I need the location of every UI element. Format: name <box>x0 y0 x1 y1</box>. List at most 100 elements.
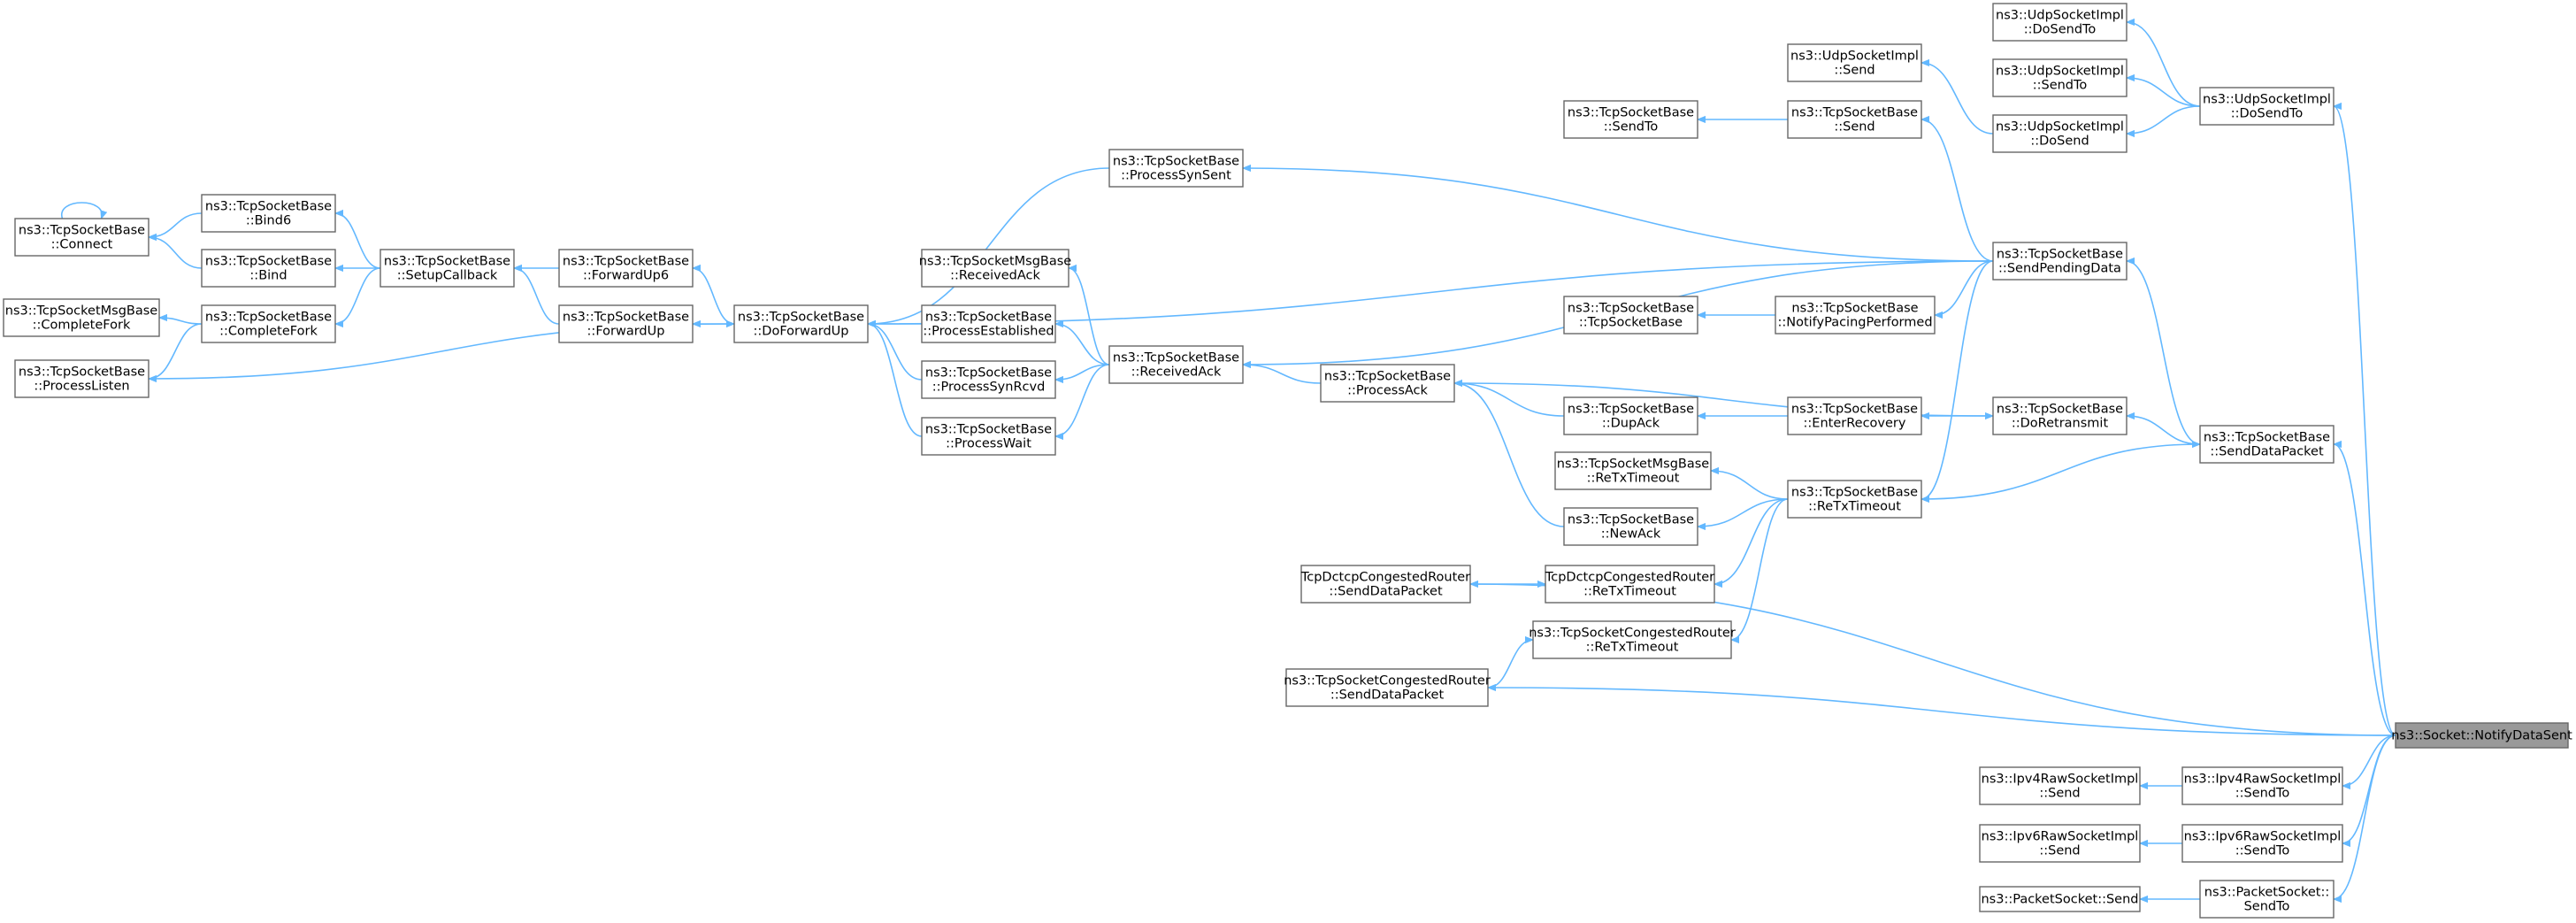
node-label: ::ReTxTimeout <box>1587 472 1680 486</box>
node-tcp-ra[interactable]: ns3::TcpSocketBase::ReceivedAck <box>1108 345 1244 384</box>
node-ps-sendto[interactable]: ns3::PacketSocket::SendTo <box>2199 880 2334 919</box>
node-tcp-psr[interactable]: ns3::TcpSocketBase::ProcessSynRcvd <box>921 360 1056 399</box>
node-ps-send[interactable]: ns3::PacketSocket::Send <box>1979 886 2141 912</box>
edge-tcp-sc-to-tcp-fu <box>513 268 560 325</box>
node-box <box>3 298 160 337</box>
edge-tcp-ra-to-tcp-pa <box>1243 365 1322 384</box>
node-target[interactable]: ns3::Socket::NotifyDataSent <box>2391 722 2572 749</box>
node-tcp-sendto[interactable]: ns3::TcpSocketBase::SendTo <box>1563 100 1698 139</box>
node-tcpmsg-cf[interactable]: ns3::TcpSocketMsgBase::CompleteFork <box>3 298 160 337</box>
node-label: ns3::UdpSocketImpl <box>1790 50 1919 64</box>
node-tcp-ctor[interactable]: ns3::TcpSocketBase::TcpSocketBase <box>1563 296 1698 335</box>
node-box <box>1545 565 1715 604</box>
node-tcp-spd[interactable]: ns3::TcpSocketBase::SendPendingData <box>1992 242 2128 281</box>
node-label: ::ForwardUp6 <box>583 269 669 283</box>
edge-tcr-sdp-to-target <box>1488 688 2396 736</box>
node-udp-sendto[interactable]: ns3::UdpSocketImpl::SendTo <box>1992 58 2128 97</box>
node-tcr-sdp[interactable]: ns3::TcpSocketCongestedRouter::SendDataP… <box>1284 668 1491 707</box>
node-tcp-pw[interactable]: ns3::TcpSocketBase::ProcessWait <box>921 417 1056 456</box>
edge-tcp-psr-to-tcp-ra <box>1055 364 1110 380</box>
node-tcp-pss[interactable]: ns3::TcpSocketBase::ProcessSynSent <box>1108 149 1244 188</box>
node-box <box>201 194 336 233</box>
node-tcp-pe[interactable]: ns3::TcpSocketBase::ProcessEstablished <box>921 304 1056 343</box>
node-tcp-bind6[interactable]: ns3::TcpSocketBase::Bind6 <box>201 194 336 233</box>
node-udp-dst-main[interactable]: ns3::UdpSocketImpl::DoSendTo <box>2199 87 2334 126</box>
node-tcp-pl[interactable]: ns3::TcpSocketBase::ProcessListen <box>14 359 150 398</box>
node-udp-dosend[interactable]: ns3::UdpSocketImpl::DoSend <box>1992 114 2128 153</box>
node-label: ns3::TcpSocketBase <box>1568 106 1694 120</box>
node-dctcp-sdp[interactable]: TcpDctcpCongestedRouter::SendDataPacket <box>1300 565 1471 604</box>
edge-dctcp-sdp-to-target <box>1470 584 2396 736</box>
node-tcp-sc[interactable]: ns3::TcpSocketBase::SetupCallback <box>380 249 515 288</box>
node-tcp-er[interactable]: ns3::TcpSocketBase::EnterRecovery <box>1787 396 1922 435</box>
node-tcp-fu6[interactable]: ns3::TcpSocketBase::ForwardUp6 <box>558 249 694 288</box>
node-label: ::CompleteFork <box>33 319 131 333</box>
node-label: ::ReceivedAck <box>1131 365 1222 380</box>
node-label: ns3::TcpSocketBase <box>925 366 1052 381</box>
node-tcp-newack[interactable]: ns3::TcpSocketBase::NewAck <box>1563 507 1698 546</box>
node-tcp-dr[interactable]: ns3::TcpSocketBase::DoRetransmit <box>1992 396 2128 435</box>
node-label: ::Send <box>2039 787 2080 801</box>
node-label: ns3::TcpSocketBase <box>1997 248 2123 262</box>
node-tcp-dupack[interactable]: ns3::TcpSocketBase::DupAck <box>1563 396 1698 435</box>
edge-tcp-pw-to-tcp-ra <box>1054 364 1110 436</box>
node-box <box>2181 766 2343 805</box>
node-tcp-bind[interactable]: ns3::TcpSocketBase::Bind <box>201 249 336 288</box>
node-tcp-cf[interactable]: ns3::TcpSocketBase::CompleteFork <box>201 304 336 343</box>
node-label: ::Send <box>1834 120 1874 135</box>
node-tcp-send[interactable]: ns3::TcpSocketBase::Send <box>1787 100 1922 139</box>
node-tcp-fu[interactable]: ns3::TcpSocketBase::ForwardUp <box>558 304 694 343</box>
node-box <box>1992 3 2128 42</box>
node-ipv4-send[interactable]: ns3::Ipv4RawSocketImpl::Send <box>1979 766 2141 805</box>
node-label: ns3::TcpSocketBase <box>1568 513 1694 527</box>
node-tcpmsg-ra[interactable]: ns3::TcpSocketMsgBase::ReceivedAck <box>919 249 1072 288</box>
node-box <box>1979 886 2141 912</box>
node-ipv6-sendto[interactable]: ns3::Ipv6RawSocketImpl::SendTo <box>2181 824 2343 863</box>
node-tcp-pa[interactable]: ns3::TcpSocketBase::ProcessAck <box>1320 364 1455 403</box>
node-label: ns3::TcpSocketMsgBase <box>5 304 158 319</box>
node-label: ::ProcessSynRcvd <box>932 381 1046 395</box>
node-label: ::Bind <box>249 269 287 283</box>
node-box <box>1787 100 1922 139</box>
node-box <box>201 249 336 288</box>
node-udp-dst-top[interactable]: ns3::UdpSocketImpl::DoSendTo <box>1992 3 2128 42</box>
node-label: ns3::TcpSocketMsgBase <box>919 255 1072 269</box>
edge-tcpmsg-rto-to-tcp-rto <box>1711 471 1789 500</box>
edge-tcp-npp-to-tcp-spd <box>1934 260 1994 315</box>
edge-tcp-connect-to-tcp-connect <box>61 202 102 219</box>
node-box <box>921 360 1056 399</box>
node-udp-send[interactable]: ns3::UdpSocketImpl::Send <box>1787 43 1922 82</box>
node-label: ::ReTxTimeout <box>1808 500 1901 514</box>
node-label: ns3::TcpSocketBase <box>19 224 145 238</box>
node-ipv6-send[interactable]: ns3::Ipv6RawSocketImpl::Send <box>1979 824 2141 863</box>
edge-udp-dst-top-to-udp-dst-main <box>2127 22 2201 107</box>
node-tcp-sdp[interactable]: ns3::TcpSocketBase::SendDataPacket <box>2199 425 2334 464</box>
node-label: ns3::TcpSocketBase <box>1791 106 1918 120</box>
node-label: ns3::TcpSocketBase <box>925 311 1052 325</box>
node-tcp-npp[interactable]: ns3::TcpSocketBase::NotifyPacingPerforme… <box>1775 296 1936 335</box>
node-box <box>1563 296 1698 335</box>
node-label: ns3::TcpSocketBase <box>738 311 864 325</box>
node-label: ::CompleteFork <box>219 325 318 339</box>
node-label: ::DoForwardUp <box>754 325 849 339</box>
node-tcp-connect[interactable]: ns3::TcpSocketBase::Connect <box>14 218 150 257</box>
node-label: ::ReceivedAck <box>950 269 1040 283</box>
node-label: ns3::TcpSocketBase <box>19 365 145 380</box>
node-box <box>1554 451 1712 490</box>
node-label: ns3::UdpSocketImpl <box>1996 120 2124 135</box>
node-tcp-rto[interactable]: ns3::TcpSocketBase::ReTxTimeout <box>1787 480 1922 519</box>
node-tcp-dfu[interactable]: ns3::TcpSocketBase::DoForwardUp <box>733 304 869 343</box>
node-label: ns3::TcpSocketBase <box>1568 302 1694 316</box>
node-tcr-rto[interactable]: ns3::TcpSocketCongestedRouter::ReTxTimeo… <box>1529 620 1736 659</box>
node-tcpmsg-rto[interactable]: ns3::TcpSocketMsgBase::ReTxTimeout <box>1554 451 1712 490</box>
node-label: TcpDctcpCongestedRouter <box>1545 571 1714 585</box>
node-label: ns3::PacketSocket:: <box>2204 886 2329 900</box>
node-label: ::ProcessListen <box>34 380 129 394</box>
node-label: ::ProcessSynSent <box>1121 169 1231 183</box>
node-label: ns3::TcpSocketBase <box>563 255 689 269</box>
node-dctcp-rto[interactable]: TcpDctcpCongestedRouter::ReTxTimeout <box>1545 565 1715 604</box>
node-label: ::NewAck <box>1601 527 1661 542</box>
node-box <box>14 359 150 398</box>
edge-tcp-bind6-to-tcp-sc <box>334 213 381 269</box>
node-ipv4-sendto[interactable]: ns3::Ipv4RawSocketImpl::SendTo <box>2181 766 2343 805</box>
